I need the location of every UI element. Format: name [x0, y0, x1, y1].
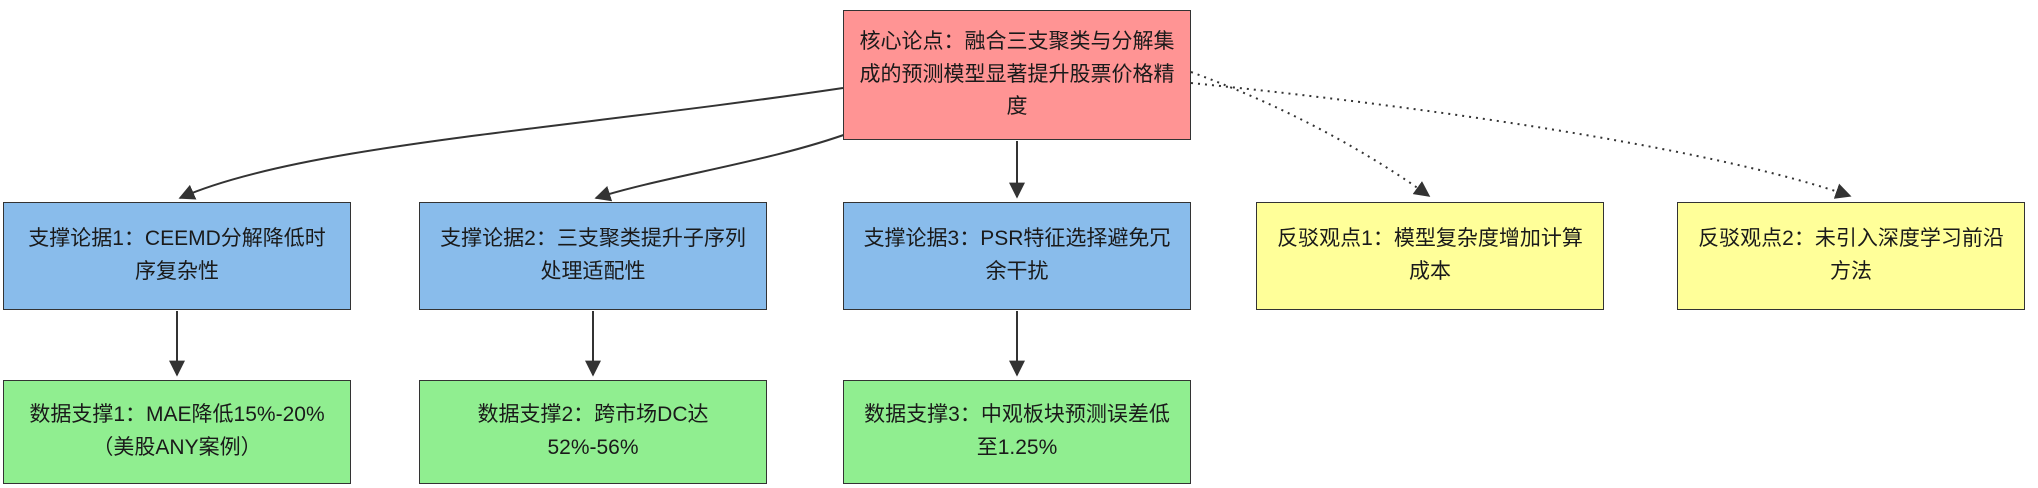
core-claim-label: 核心论点：融合三支聚类与分解集成的预测模型显著提升股票价格精度 [859, 30, 1175, 119]
edge-core-to-support2 [594, 131, 853, 202]
support-node-2: 支撑论据2：三支聚类提升子序列处理适配性 [419, 202, 767, 310]
data-support-label-2: 数据支撑2：跨市场DC达52%-56% [477, 403, 709, 459]
counter-label-1: 反驳观点1：模型复杂度增加计算成本 [1277, 227, 1583, 283]
support-label-2: 支撑论据2：三支聚类提升子序列处理适配性 [440, 227, 746, 283]
support-node-3: 支撑论据3：PSR特征选择避免冗余干扰 [843, 202, 1191, 310]
support-label-1: 支撑论据1：CEEMD分解降低时序复杂性 [28, 227, 326, 283]
data-support-node-2: 数据支撑2：跨市场DC达52%-56% [419, 380, 767, 484]
data-support-node-1: 数据支撑1：MAE降低15%-20%（美股ANY案例） [3, 380, 351, 484]
support-label-3: 支撑论据3：PSR特征选择避免冗余干扰 [863, 227, 1171, 283]
edge-core-to-counter1 [1190, 71, 1431, 197]
counter-node-2: 反驳观点2：未引入深度学习前沿方法 [1677, 202, 2025, 310]
edge-core-to-counter2 [1190, 82, 1852, 199]
edge-core-to-support1 [178, 87, 844, 200]
data-support-label-3: 数据支撑3：中观板块预测误差低至1.25% [864, 403, 1170, 459]
data-support-node-3: 数据支撑3：中观板块预测误差低至1.25% [843, 380, 1191, 484]
core-claim-node: 核心论点：融合三支聚类与分解集成的预测模型显著提升股票价格精度 [843, 10, 1191, 140]
data-support-label-1: 数据支撑1：MAE降低15%-20%（美股ANY案例） [29, 403, 325, 459]
counter-node-1: 反驳观点1：模型复杂度增加计算成本 [1256, 202, 1604, 310]
counter-label-2: 反驳观点2：未引入深度学习前沿方法 [1698, 227, 2004, 283]
support-node-1: 支撑论据1：CEEMD分解降低时序复杂性 [3, 202, 351, 310]
